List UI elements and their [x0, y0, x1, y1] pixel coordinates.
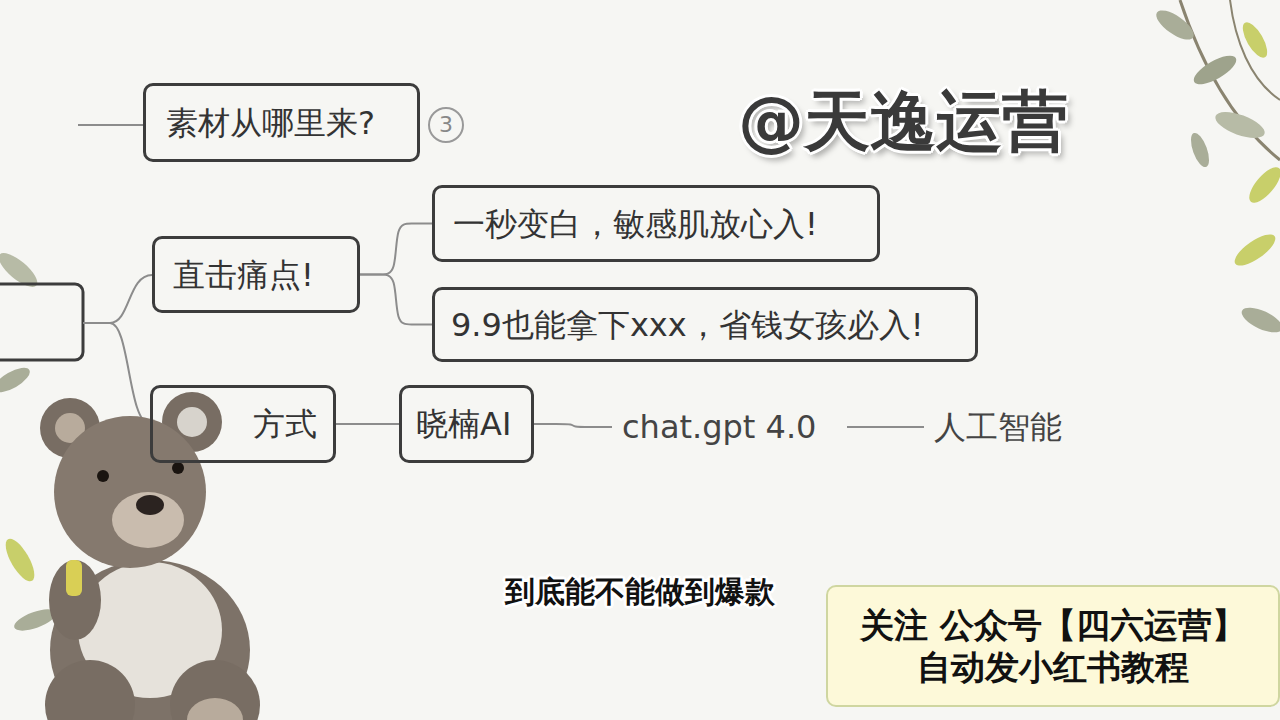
- topic-box: 直击痛点!: [152, 236, 360, 313]
- bear-eye: [172, 462, 184, 474]
- bear-leg: [45, 660, 135, 720]
- leaf: [1212, 107, 1268, 144]
- topic-box: 素材从哪里来?: [143, 83, 420, 162]
- branch-connector: [360, 275, 432, 325]
- leaf: [1244, 162, 1280, 207]
- branch: [1230, 0, 1280, 100]
- promo-banner: 关注 公众号【四六运营】自动发小红书教程: [826, 585, 1280, 707]
- node-text: 9.9也能拿下xxx，省钱女孩必入!: [451, 305, 924, 345]
- bear-toy: [66, 560, 82, 596]
- bear-head: [54, 416, 206, 568]
- branch-connector: [360, 224, 432, 275]
- topic-text: 人工智能: [924, 402, 1080, 452]
- watermark: @天逸运营: [738, 82, 1068, 161]
- branch-line: [83, 275, 152, 323]
- leaf: [1238, 303, 1280, 338]
- bear-nose: [136, 495, 164, 515]
- node-text: 人工智能: [934, 407, 1062, 447]
- branch-line: [78, 124, 143, 126]
- branch-connector: [534, 424, 612, 427]
- leaf: [1230, 229, 1280, 271]
- subtitle: 到底能不能做到爆款: [505, 574, 775, 610]
- branch-line: [110, 323, 150, 424]
- leaf: [0, 363, 33, 397]
- leaves-top-right: [1152, 0, 1280, 208]
- node-text: 自动发小红书教程: [917, 646, 1189, 689]
- callout-number: 3: [439, 112, 453, 138]
- topic-box: 9.9也能拿下xxx，省钱女孩必入!: [432, 287, 978, 362]
- callout-circle: [429, 108, 463, 142]
- node-text: 晓楠AI: [416, 404, 511, 444]
- bear-leg: [170, 660, 260, 720]
- leaf: [1190, 50, 1241, 90]
- node-text: 方式: [253, 404, 317, 444]
- leaf: [1152, 5, 1198, 45]
- topic-box: 一秒变白，敏感肌放心入!: [432, 185, 880, 262]
- node-text: 素材从哪里来?: [166, 103, 375, 143]
- node-text: 一秒变白，敏感肌放心入!: [453, 204, 818, 244]
- root-box-cut: [0, 284, 83, 360]
- branch-connector: [336, 423, 399, 425]
- bear-muzzle: [112, 492, 184, 548]
- bear-ear-inner: [177, 407, 207, 437]
- topic-text: chat.gpt 4.0: [612, 402, 847, 452]
- topic-box: 晓楠AI: [399, 385, 534, 463]
- bear-arm: [49, 560, 101, 640]
- node-text: 关注 公众号【四六运营】: [860, 604, 1246, 647]
- node-text: chat.gpt 4.0: [622, 407, 816, 447]
- leaves-right: [1230, 229, 1280, 338]
- leaf: [0, 248, 42, 293]
- bear-eye: [97, 470, 109, 482]
- bear-paw: [187, 698, 243, 720]
- leaf: [1238, 19, 1272, 62]
- node-text: 直击痛点!: [173, 255, 314, 295]
- leaf: [1187, 131, 1212, 170]
- leaf: [0, 535, 40, 586]
- topic-box: 方式: [150, 385, 336, 463]
- branch-connector: [847, 426, 924, 428]
